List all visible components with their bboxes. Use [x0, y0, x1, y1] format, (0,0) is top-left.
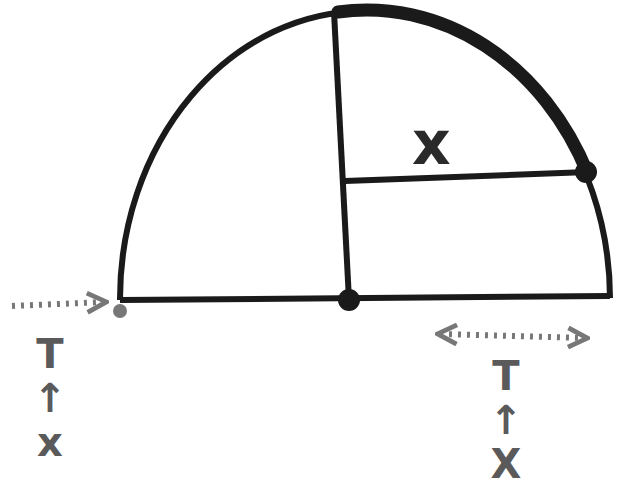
semicircle-arc [120, 11, 610, 300]
vertical-radius [334, 12, 349, 300]
map-label: T↑x [30, 332, 70, 464]
highlighted-arc [338, 10, 588, 174]
arc-point-dot [575, 161, 597, 183]
center-dot [338, 289, 360, 311]
pointer-arrow [12, 302, 104, 306]
span-arrow [440, 334, 585, 338]
diameter-line [120, 296, 610, 300]
angle-label: x [412, 108, 451, 178]
end-point-dot [113, 304, 127, 318]
horizontal-segment [345, 172, 588, 181]
map-label: T↑X [486, 354, 526, 486]
